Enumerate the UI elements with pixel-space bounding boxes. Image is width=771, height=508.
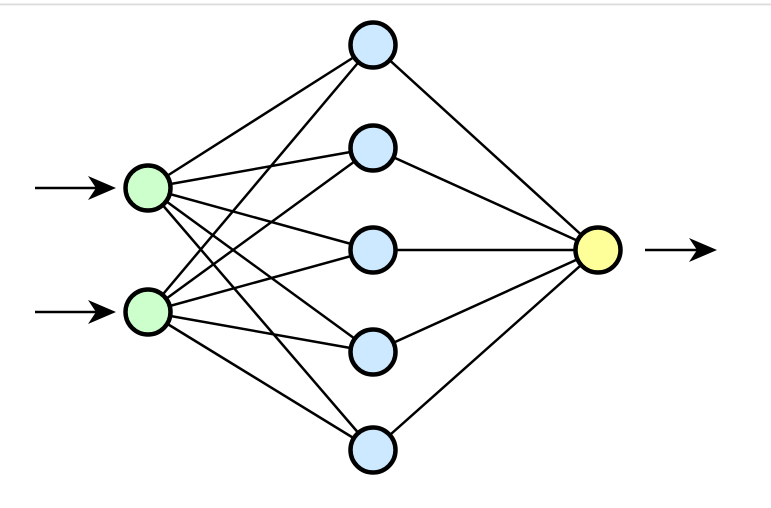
edge-input-2-hidden-2 <box>147 146 374 314</box>
input-1-node <box>123 163 173 213</box>
edge-input-2-hidden-4 <box>147 310 374 354</box>
output-1-node <box>573 225 623 275</box>
edge-input-1-hidden-4 <box>147 186 374 354</box>
input-2-node <box>123 287 173 337</box>
edge-hidden-2-output-1 <box>372 146 599 252</box>
hidden-5-node <box>348 425 398 475</box>
edge-hidden-5-output-1 <box>372 249 599 451</box>
input-arrow-1-head <box>88 176 116 200</box>
edge-input-2-hidden-3 <box>147 248 374 314</box>
edge-input-1-hidden-3 <box>147 186 374 252</box>
hidden-4-node <box>348 327 398 377</box>
edge-input-1-hidden-5 <box>147 187 374 451</box>
edge-input-2-hidden-1 <box>147 44 374 313</box>
edge-hidden-4-output-1 <box>372 248 599 354</box>
top-rule <box>0 3 771 6</box>
edge-input-2-hidden-5 <box>147 310 374 452</box>
edge-input-1-hidden-1 <box>147 43 374 190</box>
edge-hidden-1-output-1 <box>372 44 599 251</box>
hidden-1-node <box>348 20 398 70</box>
edge-input-1-hidden-2 <box>147 146 374 190</box>
hidden-3-node <box>348 225 398 275</box>
input-arrow-2-head <box>88 300 116 324</box>
output-arrow-head <box>689 238 717 262</box>
hidden-2-node <box>348 123 398 173</box>
